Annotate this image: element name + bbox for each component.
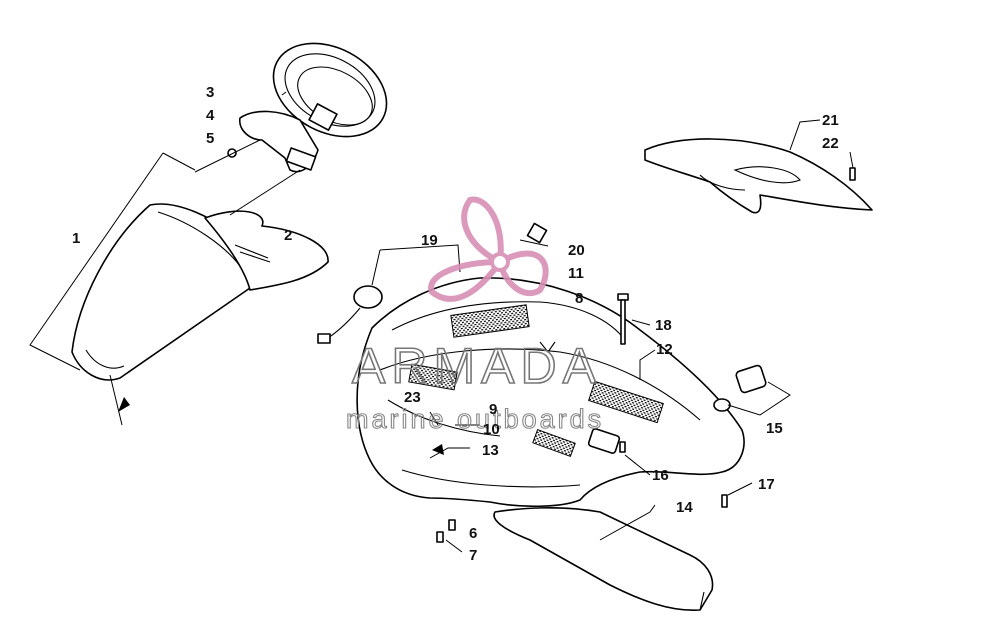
callout-1: 1	[72, 230, 80, 247]
vent-grille-top	[450, 304, 530, 338]
vent-grille-right	[588, 380, 664, 424]
nut-part-5	[227, 148, 237, 158]
screw-part-22	[849, 167, 856, 181]
callout-15: 15	[766, 420, 783, 437]
gauge-part	[272, 42, 388, 138]
callout-9: 9	[489, 401, 497, 418]
callout-23: 23	[404, 389, 421, 406]
callout-22: 22	[822, 135, 839, 152]
gauge-bracket-part	[239, 110, 319, 173]
callout-14: 14	[676, 499, 693, 516]
callout-20: 20	[568, 242, 585, 259]
callout-18: 18	[655, 317, 672, 334]
screw-part-17	[721, 494, 728, 508]
screw-part-6	[448, 519, 456, 531]
vent-grille-left	[408, 363, 458, 391]
windshield-bracket-line	[29, 152, 196, 426]
side-trim-part	[644, 138, 873, 214]
callout-19: 19	[421, 232, 438, 249]
callout-5: 5	[206, 130, 214, 147]
callout-2: 2	[284, 227, 292, 244]
callout-10: 10	[483, 421, 500, 438]
watermark-subtitle: marine outboards	[346, 404, 604, 434]
arrow-marker-left	[118, 397, 130, 412]
knob-part-15	[713, 364, 767, 412]
callout-11: 11	[568, 265, 584, 282]
callout-7: 7	[469, 547, 477, 564]
callout-21: 21	[822, 112, 839, 129]
main-hood-part	[356, 277, 745, 508]
screw-part-7	[436, 531, 444, 543]
key-part-20	[526, 222, 548, 244]
callout-3: 3	[206, 84, 214, 101]
bolt-part-18	[617, 293, 629, 345]
callout-13: 13	[482, 442, 499, 459]
callout-8: 8	[575, 290, 583, 307]
callout-17: 17	[758, 476, 775, 493]
watermark-title: ARMADA	[352, 338, 602, 394]
vent-grille-lower	[532, 428, 576, 458]
callout-6: 6	[469, 525, 477, 542]
lower-trim-part	[204, 210, 329, 291]
switch-harness-part	[317, 285, 383, 344]
callout-4: 4	[206, 107, 215, 124]
screw-part-16	[619, 441, 626, 453]
callout-12: 12	[656, 341, 673, 358]
floor-mat-part	[493, 507, 714, 611]
callout-16: 16	[652, 467, 669, 484]
armada-logo-icon	[428, 196, 549, 302]
arrow-marker-center	[432, 444, 444, 455]
